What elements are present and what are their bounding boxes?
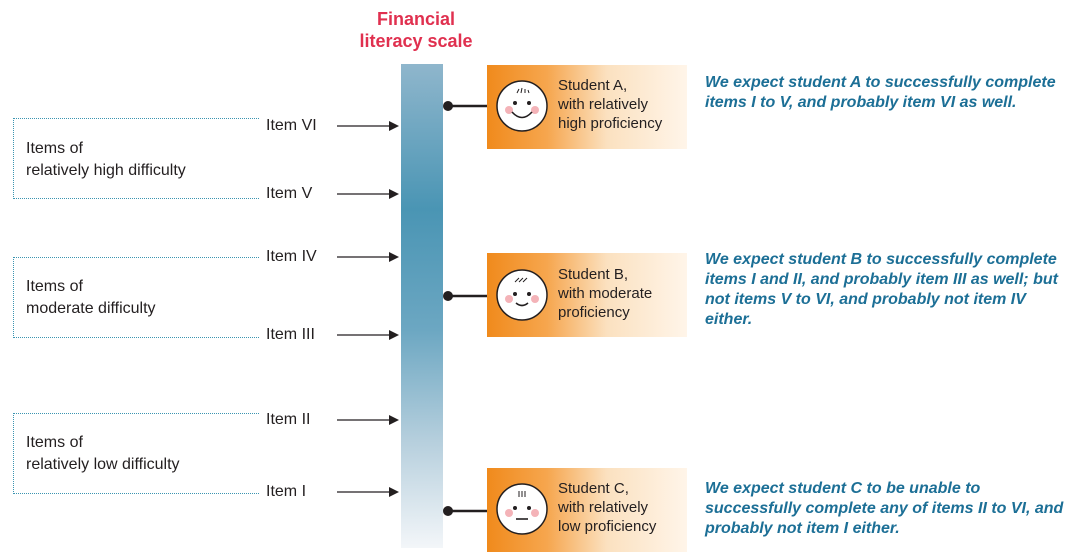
item-label-v: Item V (266, 185, 313, 202)
financial-literacy-scale-bar (401, 64, 443, 548)
arrow-right-icon (337, 487, 399, 497)
item-label-vi: Item VI (266, 117, 317, 134)
group-bracket-high (13, 118, 259, 199)
item-label-iii: Item III (266, 326, 315, 343)
student-c-label: Student C, with relatively low proficien… (558, 480, 657, 535)
student-b-expectation: We expect student B to successfully comp… (705, 251, 1058, 328)
item-label-iv: Item IV (266, 248, 317, 265)
student-b-label: Student B, with moderate proficiency (558, 266, 653, 321)
group-label-high: Items of relatively high difficulty (26, 140, 186, 179)
content-face-icon (496, 269, 548, 321)
group-bracket-low (13, 413, 259, 494)
arrow-right-icon (337, 330, 399, 340)
arrow-right-icon (337, 189, 399, 199)
scale-title-text: Financial literacy scale (359, 9, 473, 51)
student-c-expectation: We expect student C to be unable to succ… (705, 480, 1064, 537)
item-label-i: Item I (266, 483, 307, 500)
arrow-right-icon (337, 252, 399, 262)
student-a-expectation: We expect student A to successfully comp… (705, 74, 1056, 111)
student-a-label: Student A, with relatively high proficie… (558, 77, 663, 132)
scale-title: Financial literacy scale (330, 8, 502, 52)
arrow-right-icon (337, 415, 399, 425)
neutral-face-icon (496, 483, 548, 535)
item-label-ii: Item II (266, 411, 311, 428)
group-bracket-moderate (13, 257, 259, 338)
group-label-low: Items of relatively low difficulty (26, 434, 180, 473)
group-label-moderate: Items of moderate difficulty (26, 278, 156, 317)
smiling-face-icon (496, 80, 548, 132)
arrow-right-icon (337, 121, 399, 131)
